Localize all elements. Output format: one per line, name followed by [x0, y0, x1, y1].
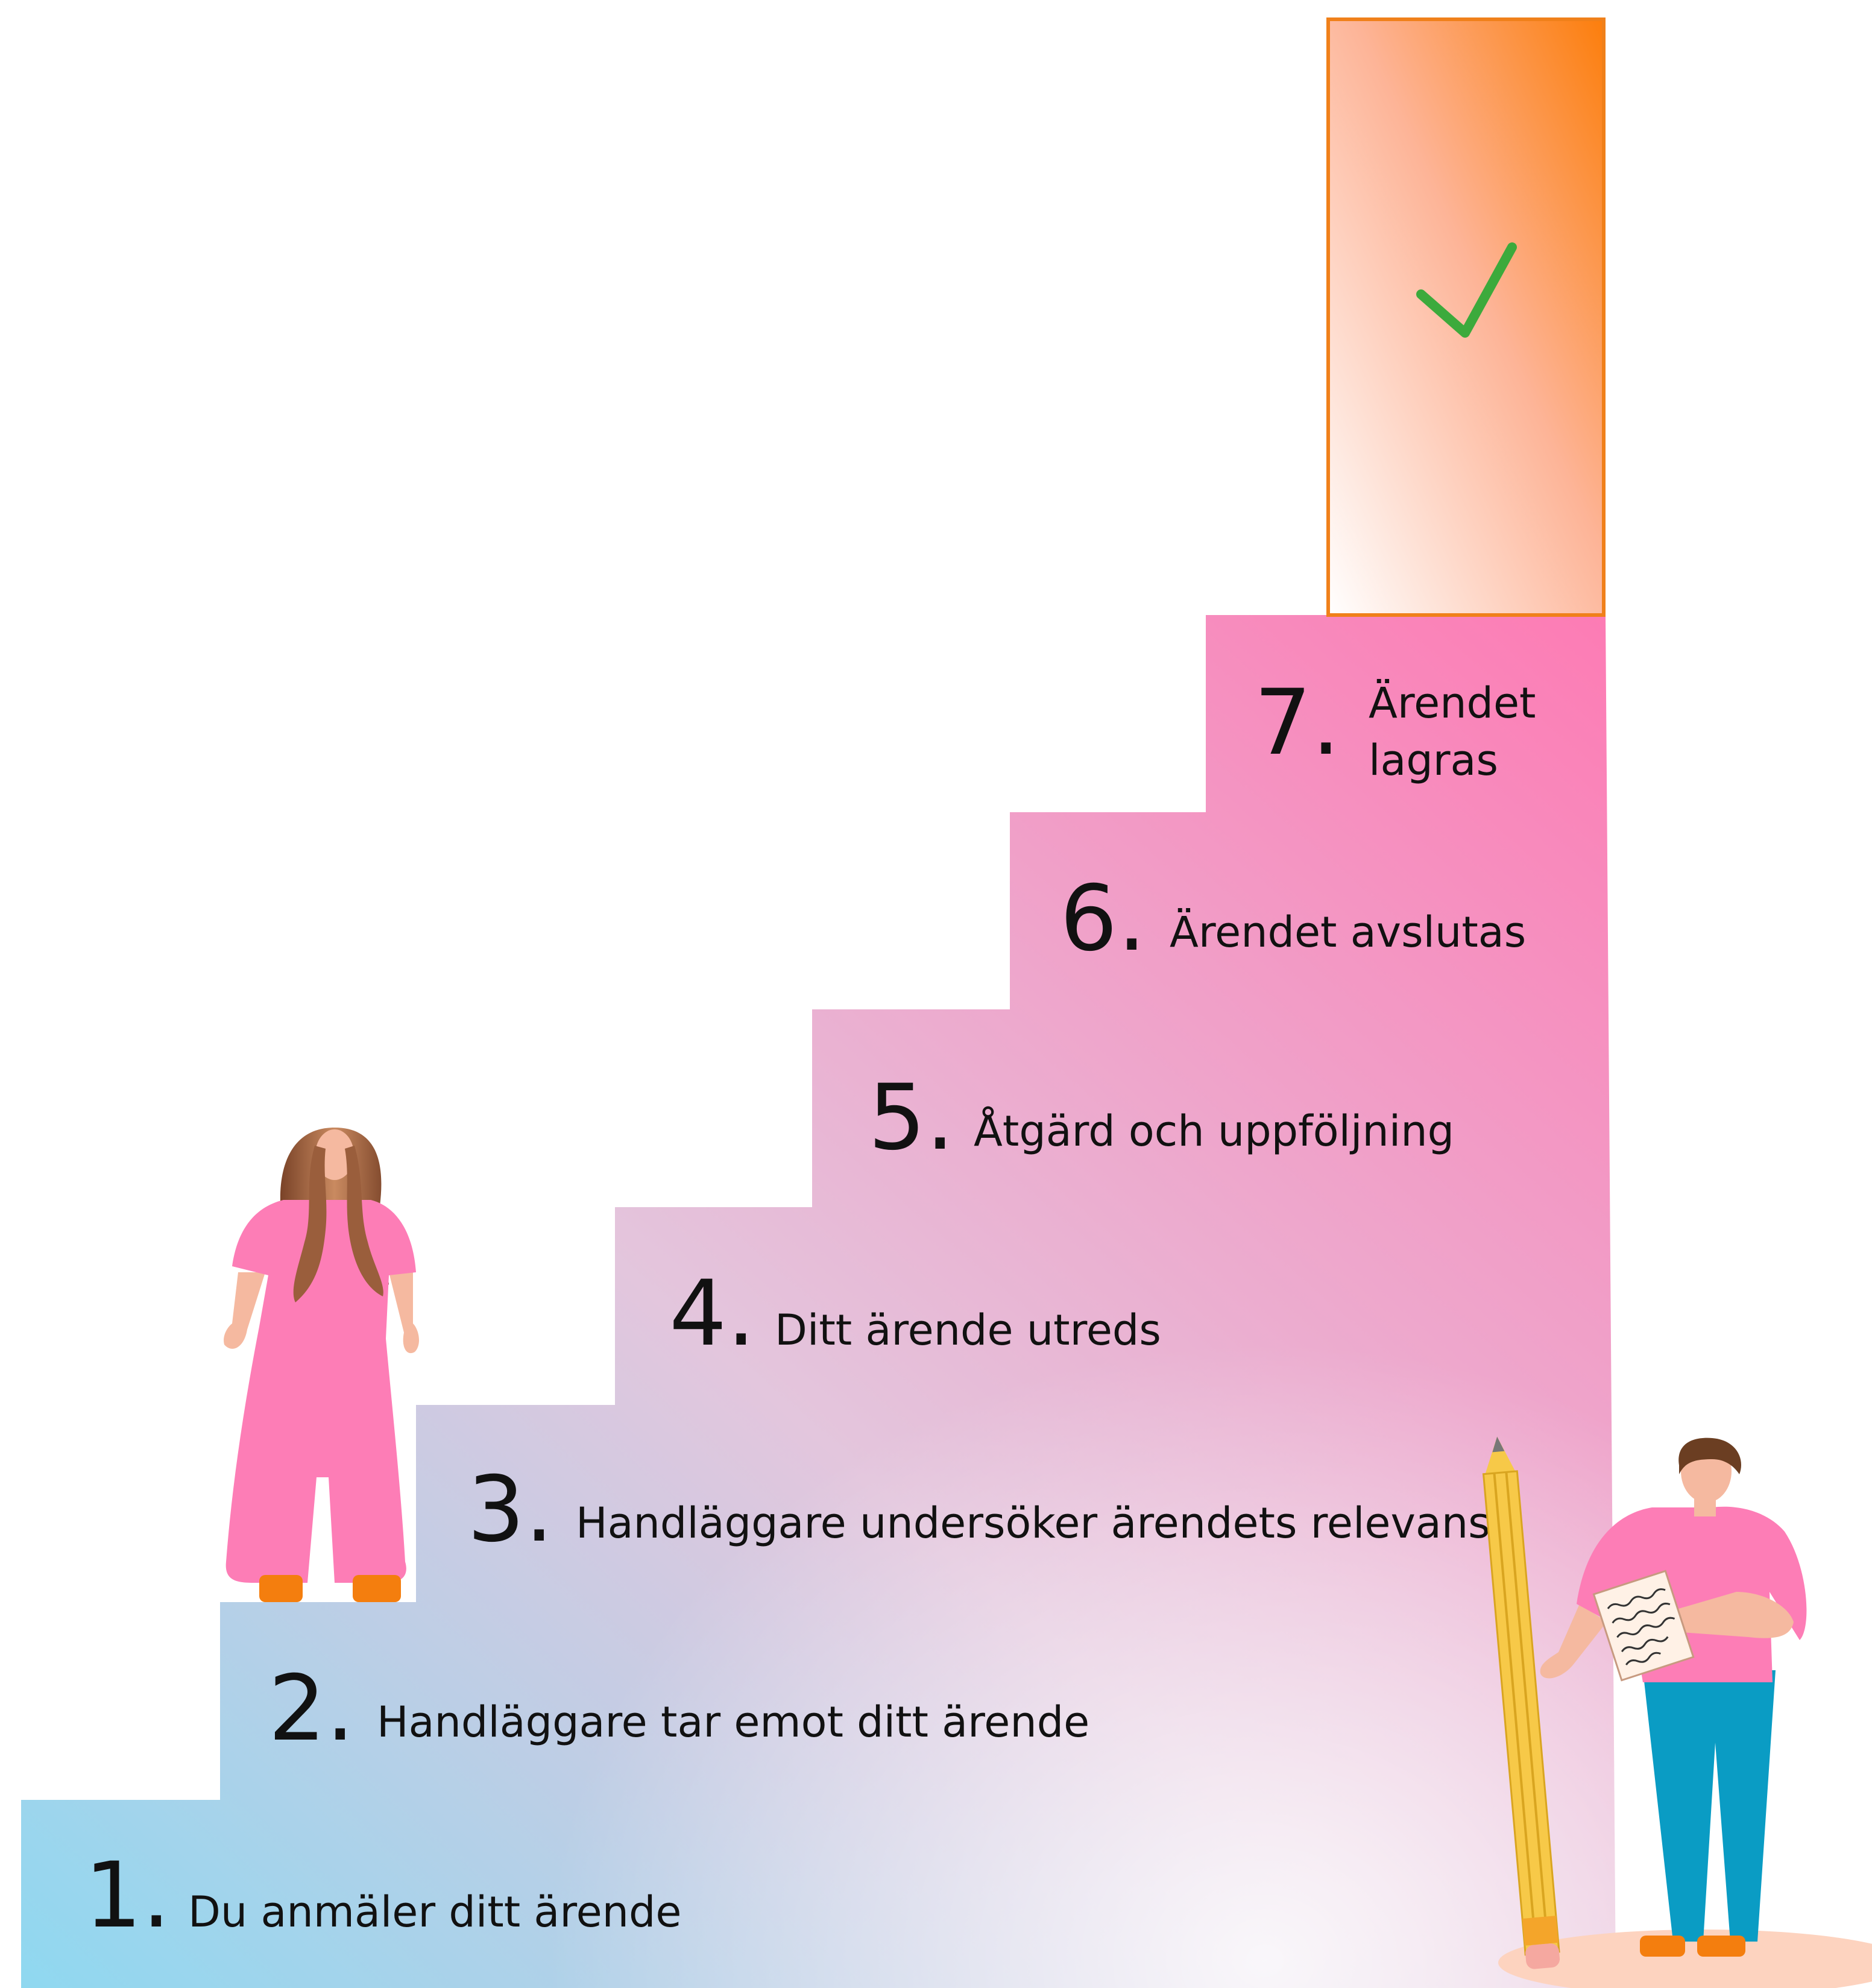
man-arm-right	[1664, 1592, 1794, 1638]
step-5-number: 5.	[868, 1065, 954, 1170]
pencil-stripe	[1493, 1473, 1538, 1954]
step-4: 4. Ditt ärende utreds	[669, 1261, 1161, 1366]
pencil-stripe-2	[1505, 1472, 1550, 1953]
woman-face	[315, 1129, 354, 1180]
step-1-number: 1.	[84, 1843, 171, 1948]
woman-arm-left	[224, 1272, 265, 1349]
pencil-icon	[1482, 1436, 1560, 1969]
man-hair	[1678, 1437, 1741, 1474]
step-7-number: 7.	[1254, 671, 1340, 775]
woman-figure	[224, 1128, 420, 1602]
step-1-label: Du anmäler ditt ärende	[188, 1887, 682, 1937]
woman-arm-right	[389, 1272, 420, 1354]
woman-shoe-left	[259, 1575, 303, 1602]
woman-hair-front	[293, 1146, 327, 1302]
step-5: 5. Åtgärd och uppföljning	[868, 1065, 1454, 1170]
step-4-number: 4.	[669, 1261, 755, 1366]
woman-jumpsuit	[225, 1200, 416, 1583]
man-shirt	[1577, 1506, 1807, 1682]
staircase	[21, 615, 1616, 1988]
man-shoe-left	[1640, 1936, 1685, 1957]
step-6-number: 6.	[1060, 866, 1146, 971]
step-7: 7. Ärendet lagras	[1254, 671, 1536, 785]
step-2-number: 2.	[268, 1656, 355, 1761]
goal-box-rect	[1326, 17, 1606, 617]
goal-box	[1326, 17, 1606, 617]
checkmark-icon	[1416, 242, 1517, 338]
notepad-scribbles	[1607, 1588, 1675, 1665]
step-3-number: 3.	[467, 1457, 553, 1562]
step-7-label-line1: Ärendet	[1369, 678, 1536, 728]
step-3: 3. Handläggare undersöker ärendets relev…	[467, 1457, 1490, 1562]
woman-shoe-right	[353, 1575, 401, 1602]
step-2-label: Handläggare tar emot ditt ärende	[377, 1697, 1089, 1747]
step-2: 2. Handläggare tar emot ditt ärende	[268, 1656, 1089, 1761]
pencil-eraser	[1525, 1943, 1560, 1969]
step-5-label: Åtgärd och uppföljning	[974, 1106, 1454, 1156]
man-with-notepad-figure	[1482, 1436, 1872, 1988]
pencil-tip	[1485, 1436, 1516, 1474]
pencil-ferrule	[1522, 1916, 1558, 1946]
notepad-icon	[1592, 1570, 1695, 1682]
man-shoe-right	[1697, 1936, 1745, 1957]
staircase-glow	[21, 615, 1616, 1988]
man-arm-left	[1540, 1604, 1607, 1679]
woman-hair-front-right	[345, 1146, 383, 1296]
man-pants	[1643, 1670, 1776, 1942]
step-1: 1. Du anmäler ditt ärende	[84, 1843, 682, 1948]
pencil-lead	[1492, 1436, 1505, 1453]
step-4-label: Ditt ärende utreds	[775, 1305, 1161, 1355]
step-6-label: Ärendet avslutas	[1170, 907, 1526, 957]
ground-shadow	[1498, 1930, 1872, 1988]
step-6: 6. Ärendet avslutas	[1060, 866, 1526, 971]
step-3-label: Handläggare undersöker ärendets relevans	[576, 1498, 1490, 1548]
step-7-label-line2: lagras	[1369, 736, 1498, 785]
